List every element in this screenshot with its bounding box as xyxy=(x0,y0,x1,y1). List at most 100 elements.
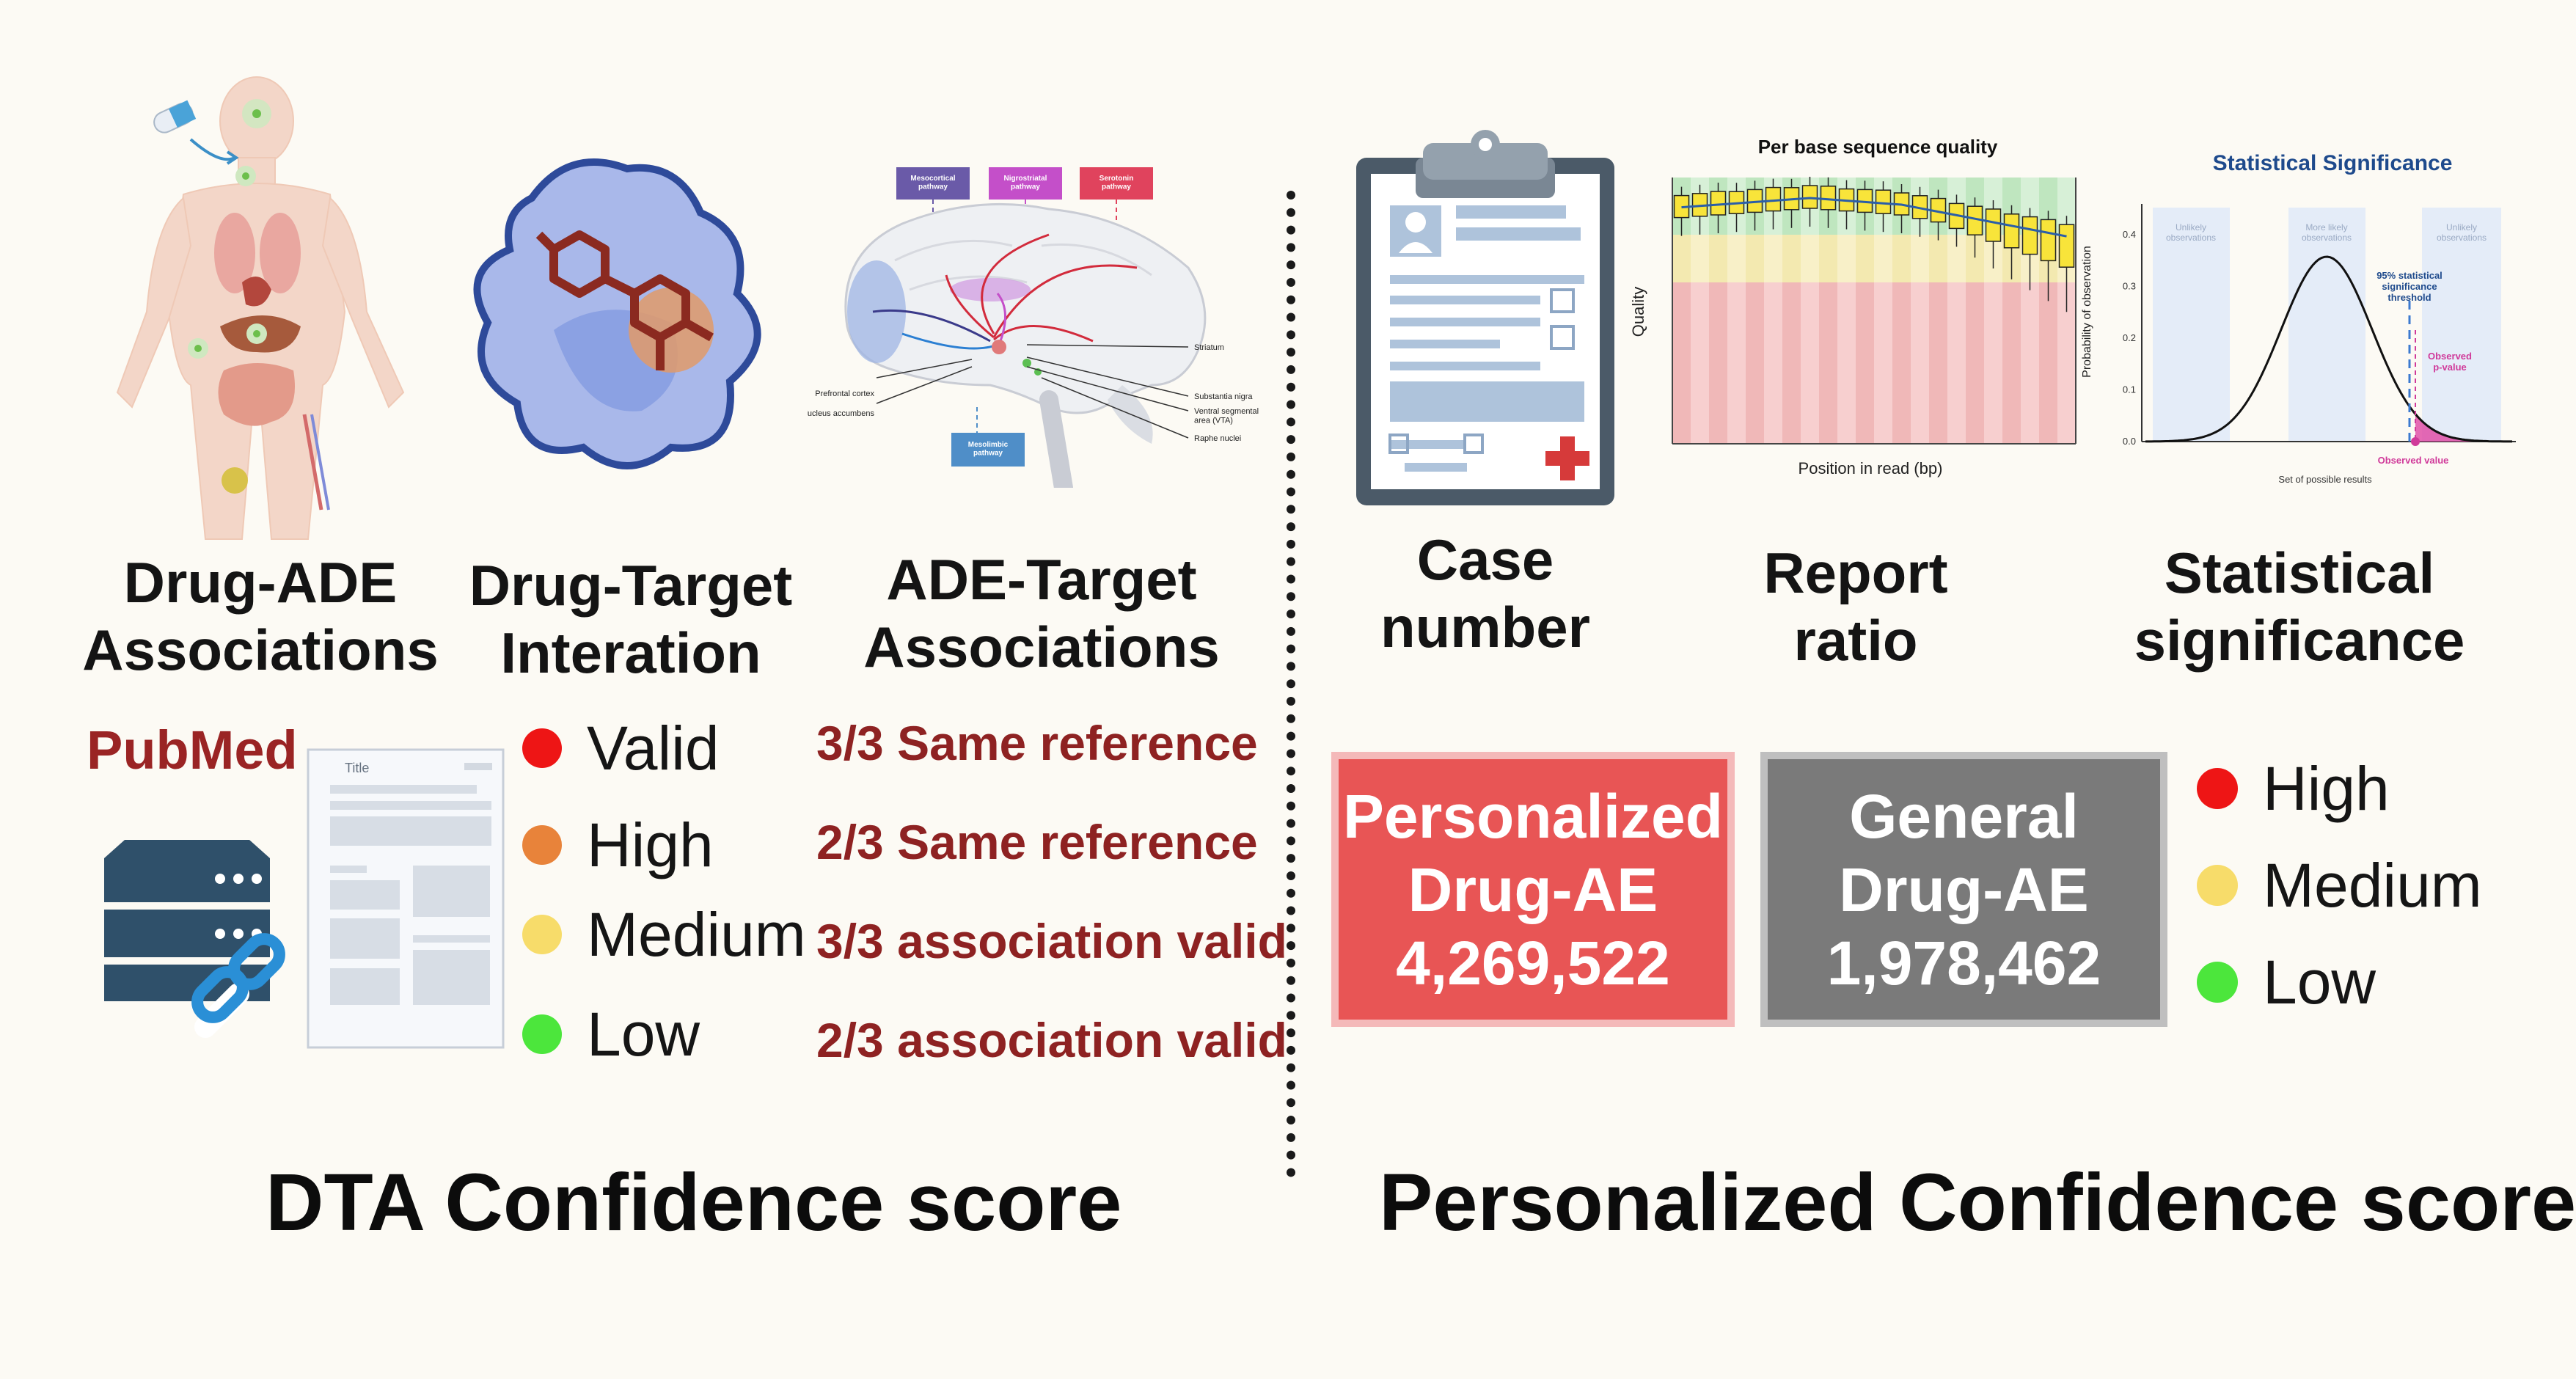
quality-band xyxy=(1746,235,1764,282)
legend-dot-valid xyxy=(522,728,562,768)
brain-label-substantia-nigra: Substantia nigra xyxy=(1194,392,1253,401)
quality-band xyxy=(1966,282,1984,444)
quality-band xyxy=(1874,282,1892,444)
pathway-box-mesocortical xyxy=(896,167,970,200)
legend-item-high: High xyxy=(522,808,816,882)
right-legend-item-low: Low xyxy=(2197,945,2505,1019)
legend-label-low: Low xyxy=(587,1000,700,1069)
right-legend-label-low: Low xyxy=(2263,948,2376,1017)
label-report-ratio: Report ratio xyxy=(1763,541,1948,673)
quality-chart-xlabel: Position in read (bp) xyxy=(1799,459,1943,478)
right-legend-label-high: High xyxy=(2263,754,2390,823)
pathway-box-serotonin xyxy=(1080,167,1153,200)
significance-ytick: 0.2 xyxy=(2123,332,2136,343)
legend-item-valid: Valid xyxy=(522,712,816,785)
significance-ytick: 0.0 xyxy=(2123,436,2136,447)
legend-label-high: High xyxy=(587,811,714,879)
section-divider xyxy=(1287,191,1295,1177)
quality-band xyxy=(1929,235,1947,282)
clipboard-case-form-icon xyxy=(1356,130,1614,505)
legend-item-medium: Medium xyxy=(522,898,830,971)
quality-band xyxy=(1746,282,1764,444)
quality-band xyxy=(1801,282,1819,444)
quality-band xyxy=(1892,282,1911,444)
quality-band xyxy=(2039,282,2057,444)
document-icon: Title xyxy=(307,748,505,1049)
right-legend-label-medium: Medium xyxy=(2263,851,2482,920)
quality-band xyxy=(2002,282,2021,444)
quality-band xyxy=(1672,235,1691,282)
quality-boxplot xyxy=(2003,205,2020,279)
quality-band xyxy=(1947,282,1966,444)
quality-boxplot xyxy=(1875,181,1892,233)
significance-ytick: 0.4 xyxy=(2123,229,2136,240)
personalized-box-line1: Personalized xyxy=(1342,781,1724,851)
personalized-box-line2: Drug-AE xyxy=(1408,855,1658,924)
legend-label-valid: Valid xyxy=(587,714,720,783)
quality-band xyxy=(1709,235,1727,282)
sequence-quality-chart: Per base sequence quality Quality Probab… xyxy=(1629,136,2093,478)
rule-2-3-same-reference: 2/3 Same reference xyxy=(816,815,1258,869)
quality-band xyxy=(1819,282,1837,444)
quality-band xyxy=(1782,235,1801,282)
quality-band xyxy=(1672,282,1691,444)
quality-band xyxy=(1892,235,1911,282)
observed-value-label: Observed value xyxy=(2378,455,2449,466)
human-body-illustration xyxy=(116,76,405,540)
rule-3-3-same-reference: 3/3 Same reference xyxy=(816,716,1258,770)
quality-boxplot xyxy=(1820,177,1837,228)
quality-band xyxy=(1856,282,1874,444)
right-legend-item-medium: Medium xyxy=(2197,849,2534,922)
quality-band xyxy=(1911,282,1929,444)
legend-dot-high xyxy=(522,825,562,865)
quality-band xyxy=(1727,282,1746,444)
significance-chart-xlabel: Set of possible results xyxy=(2278,474,2372,485)
quality-boxplot xyxy=(1985,200,2002,268)
label-case-number: Case number xyxy=(1380,527,1591,659)
brain-label-striatum: Striatum xyxy=(1194,343,1224,352)
quality-boxplot xyxy=(2021,208,2038,290)
quality-boxplot xyxy=(2040,211,2057,301)
general-drug-ae-box: General Drug-AE 1,978,462 xyxy=(1760,752,2167,1027)
right-legend-dot-medium xyxy=(2197,865,2238,906)
label-drug-target-interation: Drug-Target Interation xyxy=(469,553,793,685)
general-box-line2: Drug-AE xyxy=(1839,855,2089,924)
legend-dot-medium xyxy=(522,915,562,954)
quality-band xyxy=(1727,235,1746,282)
label-drug-ade-associations: Drug-ADE Associations xyxy=(82,550,439,682)
significance-ytick: 0.1 xyxy=(2123,384,2136,395)
quality-band xyxy=(1929,282,1947,444)
significance-ytick: 0.3 xyxy=(2123,281,2136,292)
pathway-box-nigrostriatal xyxy=(989,167,1062,200)
quality-band xyxy=(1984,282,2002,444)
quality-band xyxy=(1691,235,1709,282)
quality-chart-ylabel: Quality xyxy=(1629,287,1647,337)
quality-chart-title: Per base sequence quality xyxy=(1758,136,1998,158)
quality-band xyxy=(1709,282,1727,444)
right-legend-dot-high xyxy=(2197,768,2238,809)
quality-band xyxy=(1764,235,1782,282)
quality-band xyxy=(1764,282,1782,444)
quality-band xyxy=(1819,235,1837,282)
rule-2-3-association-valid: 2/3 association valid xyxy=(816,1013,1287,1067)
personalized-drug-ae-box: Personalized Drug-AE 4,269,522 xyxy=(1331,752,1735,1027)
pathway-box-mesolimbic xyxy=(951,433,1025,467)
significance-chart-title: Statistical Significance xyxy=(2213,151,2453,175)
label-statistical-significance: Statistical significance xyxy=(2134,541,2465,673)
right-legend-dot-low xyxy=(2197,962,2238,1003)
database-link-icon xyxy=(104,840,285,1038)
general-box-count: 1,978,462 xyxy=(1826,928,2101,998)
dta-confidence-score-title: DTA Confidence score xyxy=(266,1157,1122,1248)
legend-dot-low xyxy=(522,1014,562,1054)
quality-band xyxy=(1874,235,1892,282)
